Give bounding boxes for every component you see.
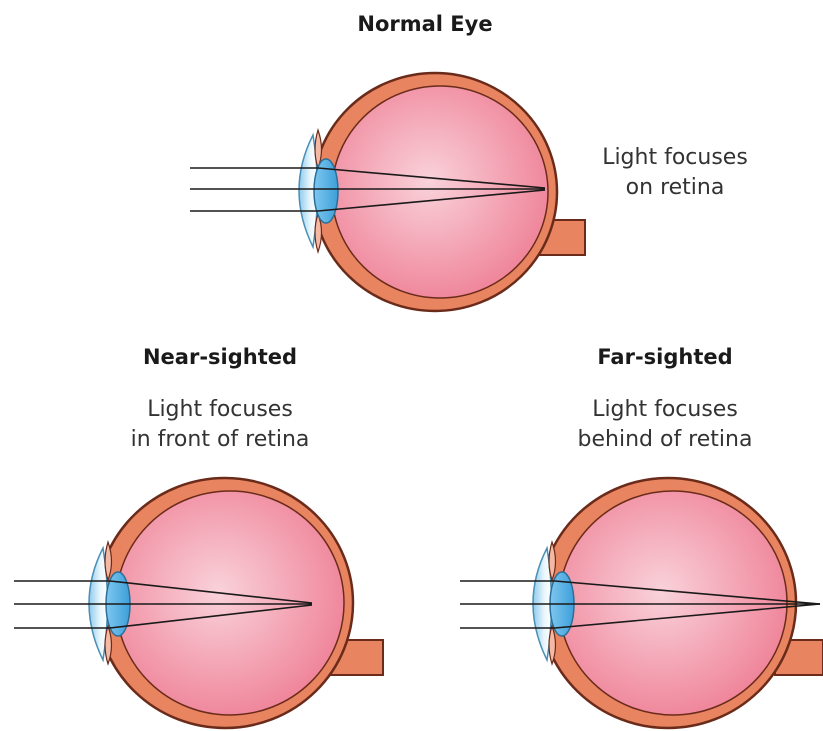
near-sighted-eye-diagram — [14, 478, 383, 728]
normal-eye-diagram — [190, 73, 585, 311]
far-sighted-eye-diagram — [460, 478, 823, 728]
eye-interior — [559, 491, 787, 715]
